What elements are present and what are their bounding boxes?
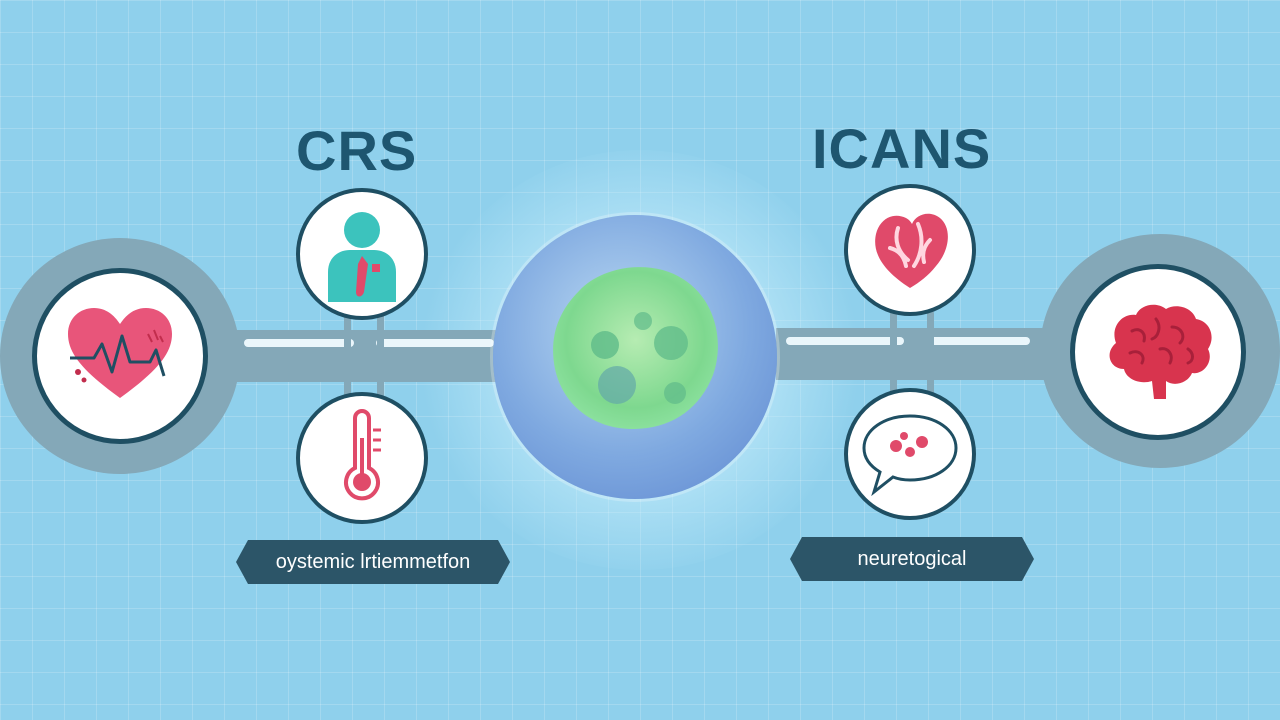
left-connector-line-2 xyxy=(376,339,494,347)
icans-heading: ICANS xyxy=(812,117,992,180)
cell-sphere xyxy=(493,215,777,499)
brain-icon xyxy=(1109,304,1212,399)
crs-stem xyxy=(344,310,384,400)
right-connector-line xyxy=(786,337,904,345)
heart-anatomy-node xyxy=(844,184,976,316)
person-icon xyxy=(328,212,396,302)
heart-anatomy-icon xyxy=(875,213,948,288)
thermometer-node xyxy=(296,392,428,524)
heart-ecg-icon xyxy=(68,308,172,398)
crs-heading: CRS xyxy=(296,119,418,182)
speech-bubble-icon xyxy=(862,414,958,497)
heart-node xyxy=(32,268,208,444)
left-connector-line xyxy=(244,339,354,347)
thermometer-icon xyxy=(344,409,381,501)
crs-label: oystemic lrtiemmetfon xyxy=(236,540,510,584)
person-node xyxy=(296,188,428,320)
brain-node xyxy=(1070,264,1246,440)
icans-label: neuretogical xyxy=(790,537,1034,581)
cell-icon xyxy=(553,267,718,429)
speech-bubble-node xyxy=(844,388,976,520)
right-connector-line-2 xyxy=(930,337,1030,345)
icans-stem xyxy=(890,308,934,400)
right-connector-band xyxy=(776,328,1076,380)
